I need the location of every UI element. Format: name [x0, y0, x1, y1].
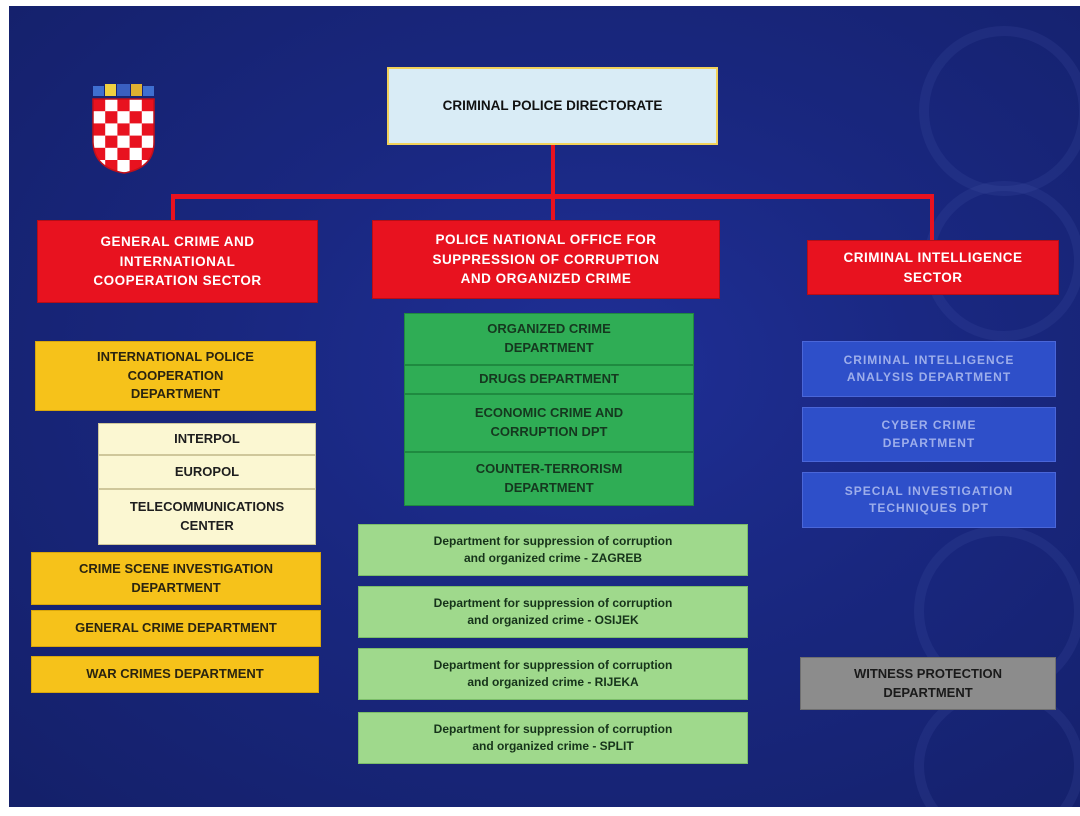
croatian-coat-of-arms-icon [91, 84, 157, 174]
special-investigation-techniques-box: SPECIAL INVESTIGATION TECHNIQUES DPT [802, 472, 1056, 528]
org-chart: CRIMINAL POLICE DIRECTORATE GENERAL CRIM… [9, 6, 1080, 807]
general-crime-department-box: GENERAL CRIME DEPARTMENT [31, 610, 321, 647]
connector-line [171, 194, 175, 220]
general-crime-sector-box: GENERAL CRIME AND INTERNATIONAL COOPERAT… [37, 220, 318, 303]
regional-department-zagreb: Department for suppression of corruption… [358, 524, 748, 576]
regional-department-osijek: Department for suppression of corruption… [358, 586, 748, 638]
regional-department-rijeka: Department for suppression of corruption… [358, 648, 748, 700]
interpol-box: INTERPOL [98, 423, 316, 455]
connector-line [551, 194, 555, 220]
regional-department-split: Department for suppression of corruption… [358, 712, 748, 764]
economic-crime-department-box: ECONOMIC CRIME AND CORRUPTION DPT [404, 394, 694, 452]
background-badge-decoration [919, 26, 1080, 196]
cyber-crime-department-box: CYBER CRIME DEPARTMENT [802, 407, 1056, 462]
criminal-intelligence-analysis-box: CRIMINAL INTELLIGENCE ANALYSIS DEPARTMEN… [802, 341, 1056, 397]
counter-terrorism-department-box: COUNTER-TERRORISM DEPARTMENT [404, 452, 694, 506]
criminal-intelligence-sector-box: CRIMINAL INTELLIGENCE SECTOR [807, 240, 1059, 295]
international-police-cooperation-box: INTERNATIONAL POLICE COOPERATION DEPARTM… [35, 341, 316, 411]
europol-box: EUROPOL [98, 455, 316, 489]
uskok-sector-box: POLICE NATIONAL OFFICE FOR SUPPRESSION O… [372, 220, 720, 299]
organized-crime-department-box: ORGANIZED CRIME DEPARTMENT [404, 313, 694, 365]
drugs-department-box: DRUGS DEPARTMENT [404, 365, 694, 394]
crime-scene-investigation-box: CRIME SCENE INVESTIGATION DEPARTMENT [31, 552, 321, 605]
connector-line [930, 194, 934, 240]
criminal-police-directorate-box: CRIMINAL POLICE DIRECTORATE [387, 67, 718, 145]
telecommunications-center-box: TELECOMMUNICATIONS CENTER [98, 489, 316, 545]
connector-line [551, 144, 555, 196]
witness-protection-department-box: WITNESS PROTECTION DEPARTMENT [800, 657, 1056, 710]
war-crimes-department-box: WAR CRIMES DEPARTMENT [31, 656, 319, 693]
